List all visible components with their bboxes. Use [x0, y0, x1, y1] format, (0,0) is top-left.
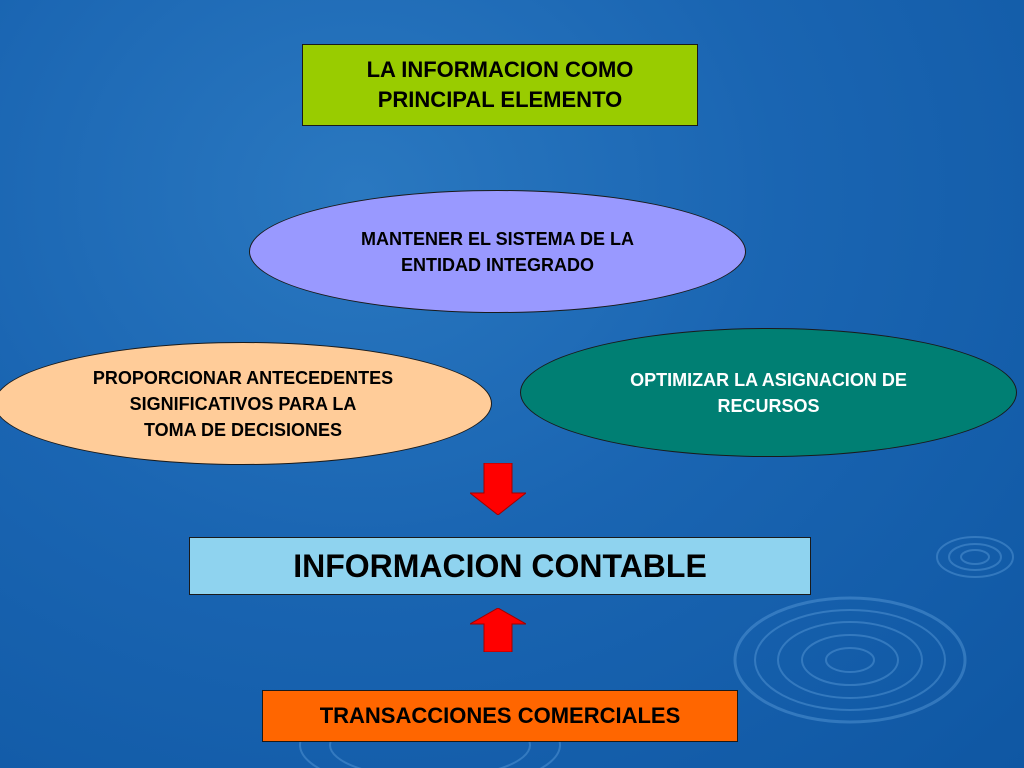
- source-text: TRANSACCIONES COMERCIALES: [319, 703, 681, 728]
- objective-top-text: MANTENER EL SISTEMA DE LA ENTIDAD INTEGR…: [360, 228, 634, 275]
- objective-decision-making: PROPORCIONAR ANTECEDENTES SIGNIFICATIVOS…: [0, 342, 492, 465]
- objective-resource-allocation: OPTIMIZAR LA ASIGNACION DE RECURSOS: [520, 328, 1017, 457]
- title-box: LA INFORMACION COMO PRINCIPAL ELEMENTO: [302, 44, 698, 126]
- main-text: INFORMACION CONTABLE: [293, 547, 707, 584]
- arrow-down-icon: [470, 463, 526, 515]
- objective-right-text: OPTIMIZAR LA ASIGNACION DE RECURSOS: [630, 369, 907, 416]
- accounting-information-box: INFORMACION CONTABLE: [189, 537, 811, 595]
- title-text: LA INFORMACION COMO PRINCIPAL ELEMENTO: [366, 57, 634, 112]
- arrow-up-icon: [470, 608, 526, 652]
- objective-left-text: PROPORCIONAR ANTECEDENTES SIGNIFICATIVOS…: [92, 367, 394, 440]
- commercial-transactions-box: TRANSACCIONES COMERCIALES: [262, 690, 738, 742]
- objective-integrated-system: MANTENER EL SISTEMA DE LA ENTIDAD INTEGR…: [249, 190, 746, 313]
